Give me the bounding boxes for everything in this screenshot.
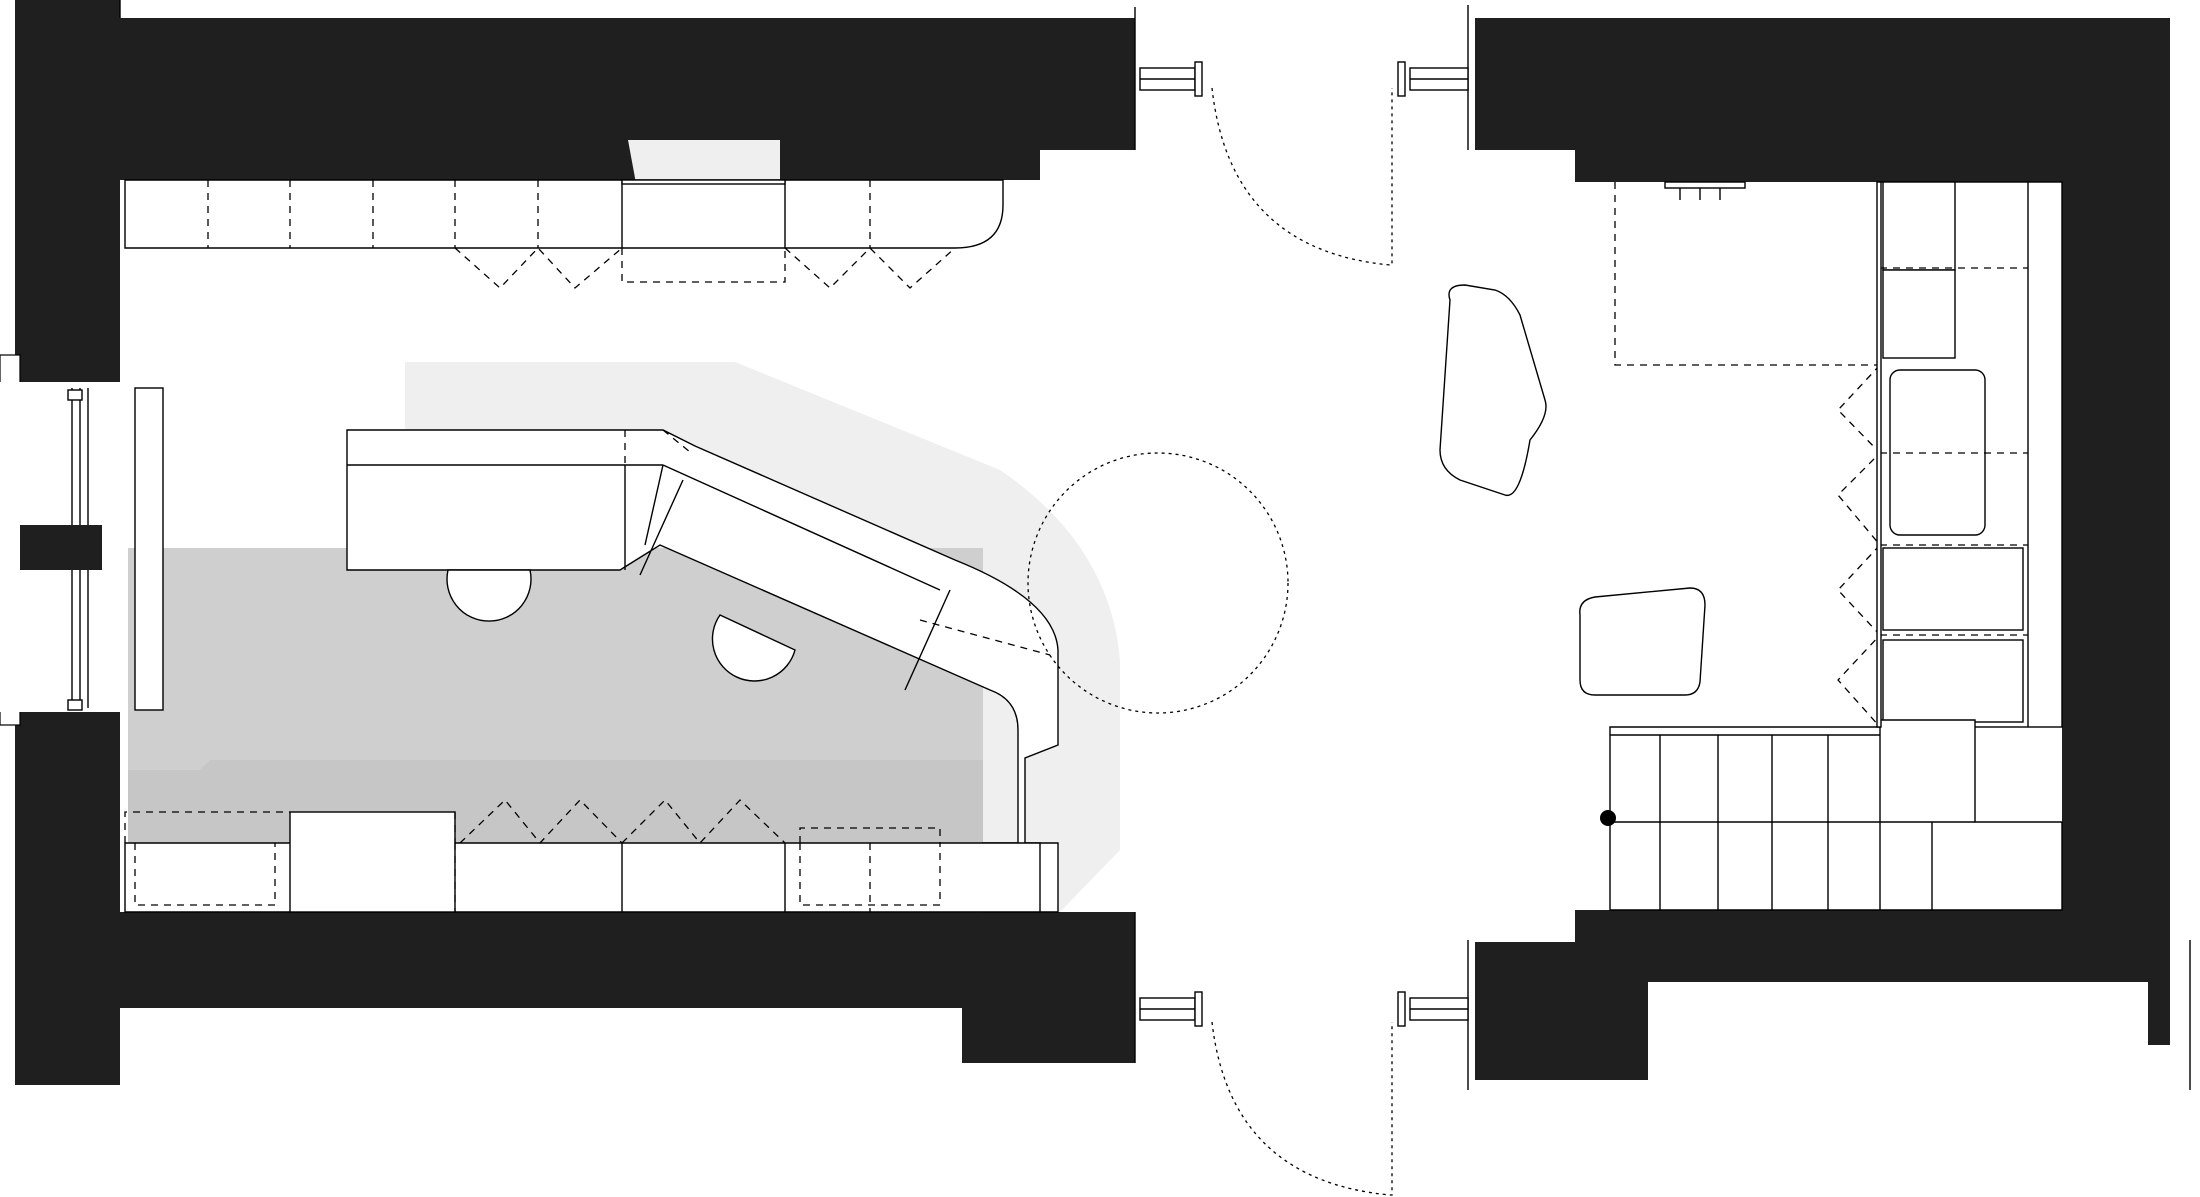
newel-post [1600,810,1616,826]
round-stool-1 [446,569,532,622]
pebble-table-small [1579,587,1706,696]
wall-cabinet-top [1614,181,1880,366]
angled-island-bench [346,429,1059,913]
left-walls [15,0,1136,1085]
kitchen-counter-top [124,179,1004,289]
entrance-door-bottom-right[interactable] [1397,991,1469,1027]
swing-circle [1027,452,1289,714]
round-stool-2 [711,614,796,682]
storage-wall [1837,181,2063,728]
entrance-door-top-left[interactable] [1139,61,1393,266]
kitchen-counter-bottom [124,799,1041,913]
sofa-side-table [1876,181,1882,728]
staircase [1600,719,2063,911]
window-bay-left [0,354,120,726]
entrance-doors[interactable] [1139,61,1469,1196]
entrance-door-top-right[interactable] [1397,61,1469,97]
wall-panel-left [134,387,164,711]
entrance-door-bottom-left[interactable] [1139,991,1393,1196]
right-walls [1467,5,2191,1090]
pebble-table-large [1439,284,1547,497]
stools [446,569,796,682]
